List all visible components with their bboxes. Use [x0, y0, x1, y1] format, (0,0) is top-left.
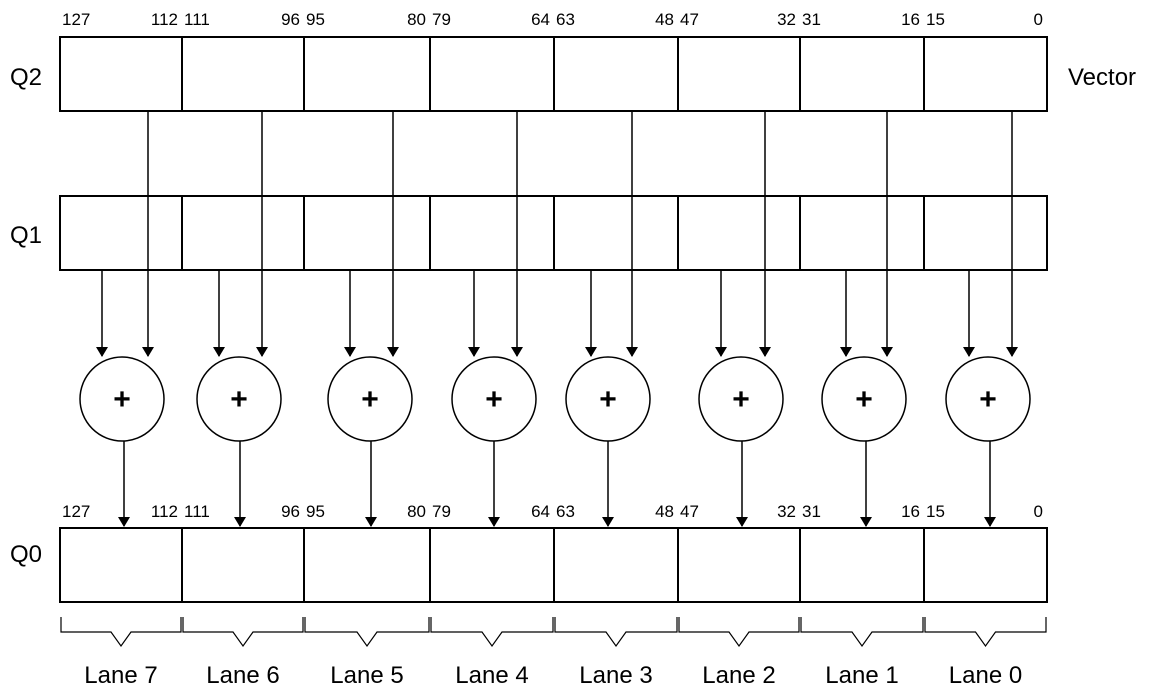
q0-bit-low-lane-3: 48 — [655, 502, 674, 521]
q2-lane-6-cell — [181, 36, 305, 112]
q2-bit-high-lane-3: 63 — [556, 10, 575, 29]
lane-brace-5 — [304, 617, 430, 648]
q1-lane-4-cell — [429, 195, 555, 271]
lane-brace-7 — [60, 617, 182, 648]
lane-label-2: Lane 2 — [702, 662, 775, 689]
q2-lane-2-cell — [677, 36, 801, 112]
q0-bit-high-lane-2: 47 — [680, 502, 699, 521]
q0-bit-low-lane-6: 96 — [281, 502, 300, 521]
adder-plus-lane-6: + — [230, 383, 248, 416]
q2-lane-5-cell — [303, 36, 431, 112]
adder-plus-lane-5: + — [361, 383, 379, 416]
q0-lane-3-cell — [553, 527, 679, 603]
q0-bit-low-lane-4: 64 — [531, 502, 550, 521]
q1-lane-5-cell — [303, 195, 431, 271]
q2-bit-high-lane-1: 31 — [802, 10, 821, 29]
q2-lane-1-cell — [799, 36, 925, 112]
q2-bit-high-lane-2: 47 — [680, 10, 699, 29]
q1-lane-6-cell — [181, 195, 305, 271]
q2-lane-0-cell — [923, 36, 1048, 112]
q0-lane-1-cell — [799, 527, 925, 603]
register-label-q2: Q2 — [10, 64, 42, 91]
q0-bit-high-lane-5: 95 — [306, 502, 325, 521]
vector-label: Vector — [1068, 64, 1136, 91]
adder-plus-lane-7: + — [113, 383, 131, 416]
lane-label-4: Lane 4 — [455, 662, 528, 689]
q2-lane-4-cell — [429, 36, 555, 112]
q0-bit-high-lane-4: 79 — [432, 502, 451, 521]
q2-bit-low-lane-2: 32 — [777, 10, 796, 29]
lane-label-1: Lane 1 — [825, 662, 898, 689]
q2-lane-7-cell — [59, 36, 183, 112]
q0-bit-high-lane-7: 127 — [62, 502, 90, 521]
q0-lane-2-cell — [677, 527, 801, 603]
q0-bit-low-lane-1: 16 — [901, 502, 920, 521]
q2-bit-high-lane-5: 95 — [306, 10, 325, 29]
lane-brace-1 — [800, 617, 924, 648]
q1-lane-0-cell — [923, 195, 1048, 271]
lane-label-5: Lane 5 — [330, 662, 403, 689]
lane-label-7: Lane 7 — [84, 662, 157, 689]
lane-brace-3 — [554, 617, 678, 648]
q2-bit-high-lane-0: 15 — [926, 10, 945, 29]
lane-brace-4 — [430, 617, 554, 648]
q0-bit-low-lane-0: 0 — [1034, 502, 1043, 521]
q2-bit-low-lane-1: 16 — [901, 10, 920, 29]
adder-plus-lane-1: + — [855, 383, 873, 416]
q0-lane-6-cell — [181, 527, 305, 603]
register-label-q1: Q1 — [10, 222, 42, 249]
adder-circle-lane-5 — [327, 356, 413, 442]
lane-label-6: Lane 6 — [206, 662, 279, 689]
q2-bit-high-lane-7: 127 — [62, 10, 90, 29]
q0-bit-high-lane-0: 15 — [926, 502, 945, 521]
q0-lane-4-cell — [429, 527, 555, 603]
q2-bit-high-lane-6: 111 — [184, 10, 210, 29]
adder-circle-lane-7 — [79, 356, 165, 442]
adder-plus-lane-0: + — [979, 383, 997, 416]
q1-lane-3-cell — [553, 195, 679, 271]
q2-bit-low-lane-5: 80 — [407, 10, 426, 29]
q1-lane-2-cell — [677, 195, 801, 271]
adder-plus-lane-3: + — [599, 383, 617, 416]
q0-bit-low-lane-7: 112 — [151, 502, 178, 521]
q1-lane-7-cell — [59, 195, 183, 271]
q0-lane-5-cell — [303, 527, 431, 603]
q2-bit-low-lane-0: 0 — [1034, 10, 1043, 29]
q2-bit-low-lane-4: 64 — [531, 10, 550, 29]
adder-circle-lane-1 — [821, 356, 907, 442]
q0-bit-high-lane-6: 111 — [184, 502, 210, 521]
lane-elements: 127 112 127 112 + Lane 7 111 96 111 96 + Lane 6 95 80… — [59, 10, 1048, 689]
q2-bit-low-lane-3: 48 — [655, 10, 674, 29]
lane-brace-0 — [924, 617, 1047, 648]
q0-bit-low-lane-2: 32 — [777, 502, 796, 521]
q1-lane-1-cell — [799, 195, 925, 271]
adder-circle-lane-6 — [196, 356, 282, 442]
q0-bit-high-lane-3: 63 — [556, 502, 575, 521]
lane-brace-6 — [182, 617, 304, 648]
q2-lane-3-cell — [553, 36, 679, 112]
adder-plus-lane-2: + — [732, 383, 750, 416]
q2-bit-low-lane-7: 112 — [151, 10, 178, 29]
q2-bit-high-lane-4: 79 — [432, 10, 451, 29]
adder-circle-lane-0 — [945, 356, 1031, 442]
q2-bit-low-lane-6: 96 — [281, 10, 300, 29]
q0-lane-7-cell — [59, 527, 183, 603]
lane-label-0: Lane 0 — [949, 662, 1022, 689]
q0-lane-0-cell — [923, 527, 1048, 603]
q0-bit-low-lane-5: 80 — [407, 502, 426, 521]
adder-circle-lane-2 — [698, 356, 784, 442]
q0-bit-high-lane-1: 31 — [802, 502, 821, 521]
lane-brace-2 — [678, 617, 800, 648]
register-label-q0: Q0 — [10, 541, 42, 568]
lane-label-3: Lane 3 — [579, 662, 652, 689]
adder-plus-lane-4: + — [485, 383, 503, 416]
